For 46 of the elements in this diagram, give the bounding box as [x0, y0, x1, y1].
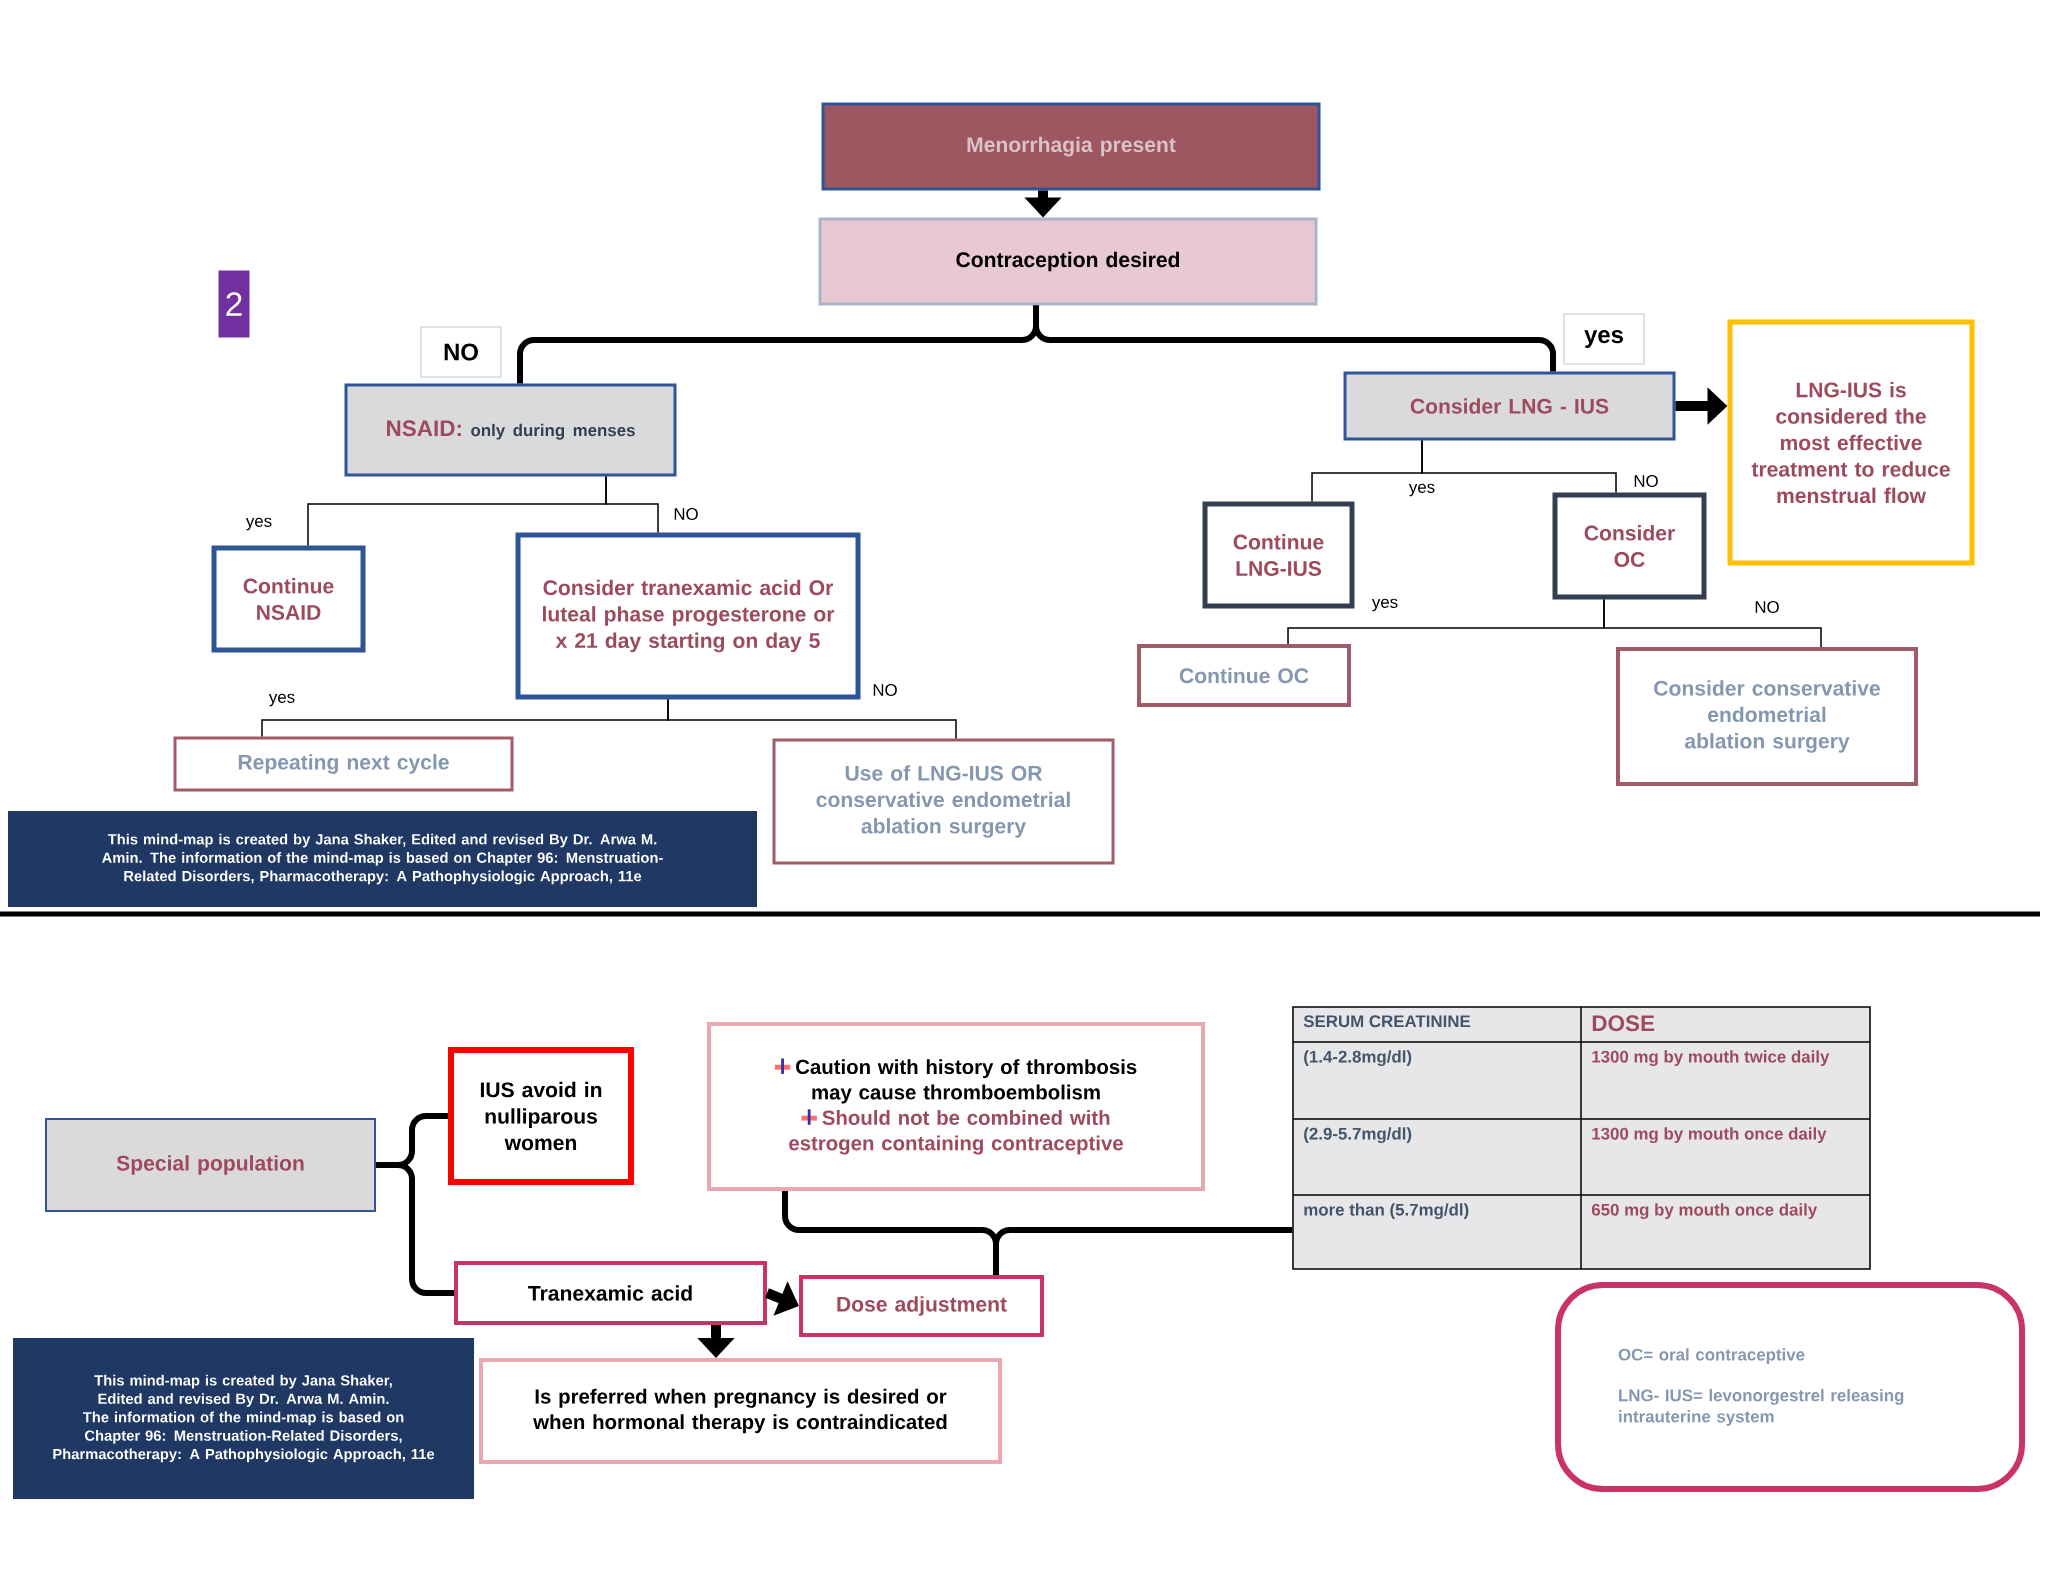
edge-label: NO	[1631, 473, 1661, 489]
process-box: Menorrhagia present	[821, 102, 1321, 191]
process-box: NSAID: only during menses	[344, 383, 677, 477]
table-cell: (1.4-2.8mg/dl)	[1304, 1050, 1412, 1067]
process-box: Consider tranexamic acid Or luteal phase progesterone or x 21 day starting on day 5	[515, 532, 861, 700]
edge-label: NO	[671, 506, 701, 522]
page-number: 2	[218, 270, 250, 338]
table-cell: more than (5.7mg/dl)	[1304, 1203, 1469, 1220]
edge-label: NO	[870, 682, 900, 698]
process-box: IUS avoid in nulliparous women	[448, 1047, 634, 1185]
table-cell: 1300 mg by mouth twice daily	[1592, 1050, 1830, 1067]
connector-line	[605, 475, 659, 534]
process-box: Continue NSAID	[211, 545, 366, 653]
process-box: Consider OC	[1552, 492, 1707, 600]
process-box: Consider conservative endometrial ablation surgery	[1616, 647, 1918, 786]
connector-line	[1603, 598, 1822, 648]
edge-label: NO	[1752, 599, 1782, 615]
abbreviation-box: OC= oral contraceptive LNG- IUS= levonorgestrel releasing intrauterine system	[1555, 1282, 2025, 1492]
edge-label: yes	[244, 516, 274, 532]
edge-label: NO	[420, 326, 502, 378]
note-box: Caution with history of thrombosis may cause thromboembolism Should not be combined with estrogen containing contraceptive	[707, 1022, 1205, 1191]
process-box: Contraception desired	[818, 217, 1318, 306]
credit-box: This mind-map is created by Jana Shaker, Edited and revised By Dr. Arwa M. Amin. The information of the mind-map is based on Chapter 96: Menstruation-Related Disorders, Pharmacotherapy: A Pathophysiologic Approach, 11e	[8, 811, 757, 907]
credit-box: This mind-map is created by Jana Shaker, Edited and revised By Dr. Arwa M. Amin. The information of the mind-map is based on Chapter 96: Menstruation-Related Disorders, Pharmacotherapy: A Pathophysiologic Approach, 11e	[13, 1338, 474, 1499]
connector-line	[1421, 439, 1617, 494]
table-cell: SERUM CREATININE	[1303, 1015, 1471, 1028]
edge-label: yes	[1407, 482, 1437, 498]
process-box: Use of LNG-IUS OR conservative endometrial ablation surgery	[772, 738, 1115, 865]
edge-label: yes	[1370, 597, 1400, 613]
process-box: Continue OC	[1137, 644, 1351, 707]
process-box: Repeating next cycle	[173, 736, 514, 792]
table-cell: 650 mg by mouth once daily	[1591, 1203, 1818, 1220]
connector-line	[667, 698, 957, 740]
edge-label: yes	[267, 692, 297, 708]
process-box: Is preferred when pregnancy is desired or when hormonal therapy is contraindicated	[479, 1358, 1002, 1464]
dose-table	[1292, 1006, 1871, 1270]
table-cell: (2.9-5.7mg/dl)	[1304, 1127, 1412, 1144]
process-box: Dose adjustment	[799, 1275, 1044, 1337]
process-box: Special population	[45, 1118, 376, 1212]
table-cell: DOSE	[1592, 1015, 1655, 1032]
process-box: Continue LNG-IUS	[1202, 501, 1355, 609]
note-box: LNG-IUS is considered the most effective treatment to reduce menstrual flow	[1727, 319, 1975, 566]
edge-label: yes	[1563, 313, 1645, 365]
process-box: Consider LNG - IUS	[1343, 371, 1676, 441]
process-box: Tranexamic acid	[454, 1261, 767, 1325]
table-cell: 1300 mg by mouth once daily	[1592, 1127, 1827, 1144]
